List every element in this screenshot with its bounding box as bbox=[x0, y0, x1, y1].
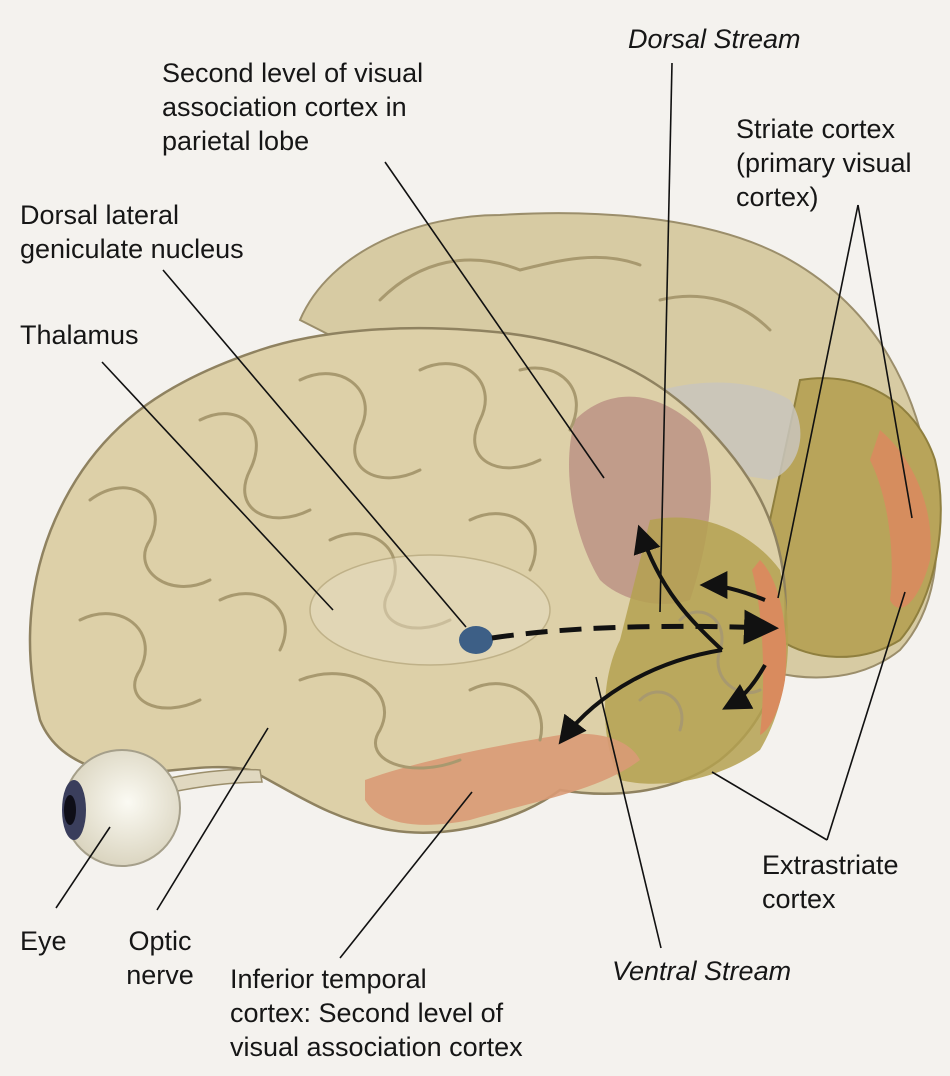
optic-nerve-label: Optic nerve bbox=[110, 924, 210, 992]
striate-cortex-label: Striate cortex (primary visual cortex) bbox=[736, 112, 912, 214]
ventral-stream-label: Ventral Stream bbox=[612, 954, 791, 988]
eye-illustration bbox=[62, 750, 180, 866]
lgn-structure bbox=[459, 626, 493, 654]
optic-nerve-structure bbox=[170, 769, 262, 792]
inferior-temporal-label: Inferior temporal cortex: Second level o… bbox=[230, 962, 523, 1064]
dorsal-lgn-label: Dorsal lateral geniculate nucleus bbox=[20, 198, 244, 266]
dorsal-stream-label: Dorsal Stream bbox=[628, 22, 801, 56]
extrastriate-cortex-label: Extrastriate cortex bbox=[762, 848, 899, 916]
thalamus-structure bbox=[310, 555, 550, 665]
second-level-parietal-label: Second level of visual association corte… bbox=[162, 56, 423, 158]
thalamus-label: Thalamus bbox=[20, 318, 139, 352]
eye-label: Eye bbox=[20, 924, 67, 958]
